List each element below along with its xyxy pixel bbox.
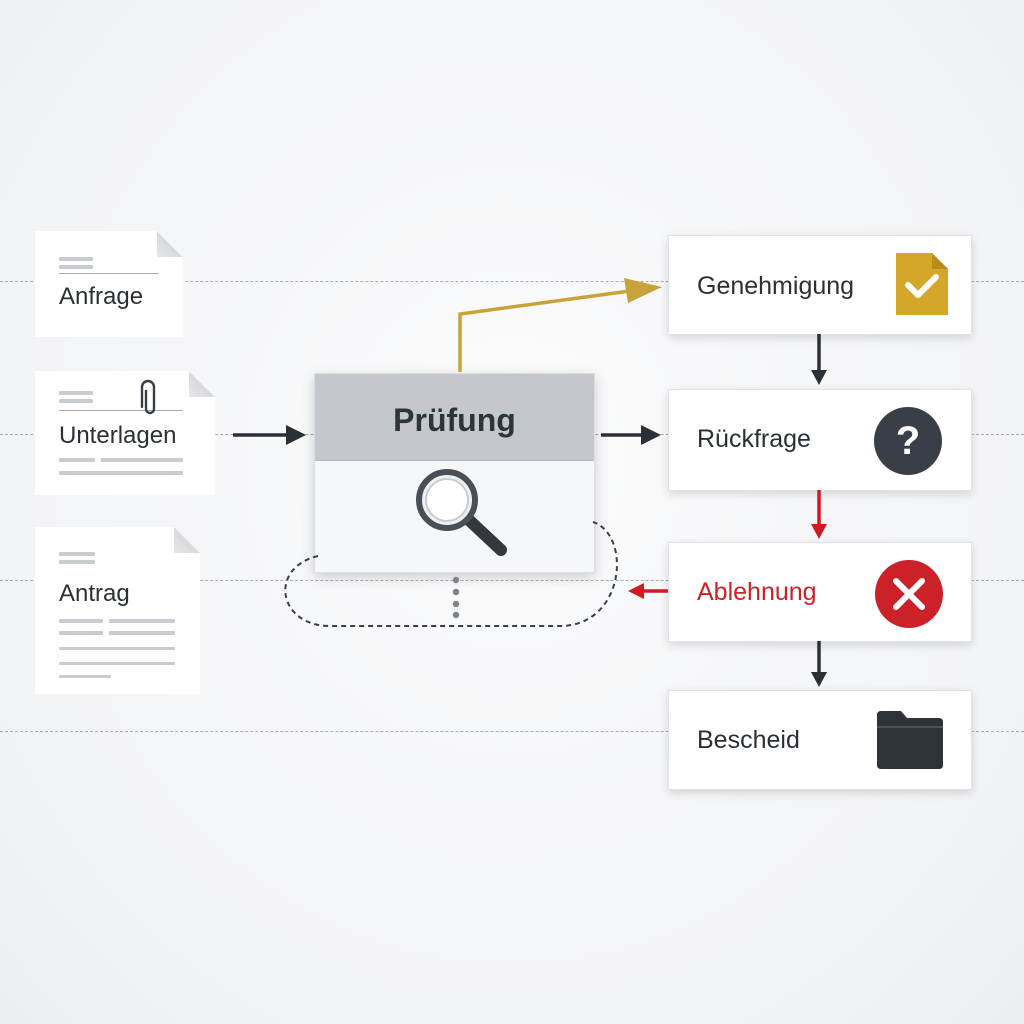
step-label: Bescheid	[697, 726, 800, 754]
doc-line	[59, 471, 183, 475]
arrow-input-to-pruefung	[233, 425, 306, 445]
lane-line-4	[0, 731, 1024, 732]
arrow-rueckfrage-to-ablehnung	[811, 490, 827, 539]
step-label: Rückfrage	[697, 425, 811, 453]
loop-dots	[452, 576, 460, 619]
doc-line	[59, 675, 111, 678]
doc-fold	[174, 527, 200, 553]
reject-x-icon	[875, 560, 943, 628]
lane-line-1	[0, 281, 1024, 282]
doc-label: Antrag	[59, 580, 130, 607]
arrow-genehmigung-to-rueckfrage	[811, 334, 827, 385]
step-rueckfrage: Rückfrage ?	[668, 389, 972, 491]
doc-fold	[189, 371, 215, 397]
arrow-ablehnung-back	[628, 583, 668, 599]
doc-unterlagen: Unterlagen	[35, 371, 215, 495]
doc-rule	[59, 273, 159, 274]
pruefung-header: Prüfung	[315, 374, 594, 461]
approval-check-icon	[896, 253, 948, 315]
doc-line	[109, 619, 175, 623]
doc-line	[59, 552, 95, 556]
doc-antrag: Antrag	[35, 527, 200, 694]
doc-line	[59, 560, 95, 564]
doc-line	[59, 458, 95, 462]
pruefung-box: Prüfung	[314, 373, 595, 573]
doc-line	[59, 631, 103, 635]
doc-fold	[157, 231, 183, 257]
doc-line	[59, 399, 93, 403]
pruefung-title: Prüfung	[393, 402, 516, 438]
doc-line	[59, 265, 93, 269]
svg-text:?: ?	[896, 419, 920, 463]
question-icon: ?	[874, 407, 942, 475]
doc-line	[59, 391, 93, 395]
doc-line	[59, 662, 175, 665]
doc-anfrage: Anfrage	[35, 231, 183, 337]
arrow-pruefung-to-genehmigung	[458, 278, 662, 372]
step-ablehnung: Ablehnung	[668, 542, 972, 642]
doc-label: Unterlagen	[59, 422, 177, 449]
doc-rule	[59, 410, 183, 411]
arrow-pruefung-to-rueckfrage	[601, 425, 661, 445]
step-label: Genehmigung	[697, 272, 855, 300]
step-bescheid: Bescheid	[668, 690, 972, 790]
folder-icon	[877, 711, 943, 769]
step-label: Ablehnung	[697, 578, 817, 606]
doc-line	[101, 458, 183, 462]
doc-line	[59, 257, 93, 261]
doc-line	[59, 619, 103, 623]
doc-line	[59, 647, 175, 650]
doc-line	[109, 631, 175, 635]
step-genehmigung: Genehmigung	[668, 235, 972, 335]
magnifier-icon	[416, 469, 507, 556]
doc-label: Anfrage	[59, 283, 144, 310]
arrow-ablehnung-to-bescheid	[811, 641, 827, 687]
paperclip-icon	[133, 377, 163, 421]
